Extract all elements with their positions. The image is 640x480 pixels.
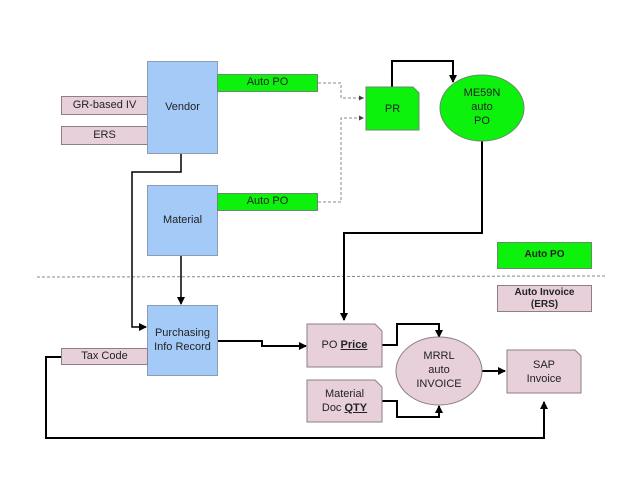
- sap-invoice-shape: [506, 349, 582, 394]
- material-box: Material: [147, 185, 218, 256]
- auto-po-material-label: Auto PO: [246, 195, 289, 208]
- matdoc-label-box: Material Doc QTY: [307, 381, 382, 422]
- pr-label-box: PR: [366, 90, 419, 130]
- po-price-label: PO Price: [322, 339, 368, 353]
- gr-based-iv-label: GR-based IV: [72, 98, 137, 111]
- pir-label-line1: Purchasing: [154, 326, 211, 339]
- vendor-box: Vendor: [147, 61, 218, 154]
- connector-autopo-material-to-pr: [318, 115, 364, 203]
- auto-po-vendor-label: Auto PO: [246, 76, 289, 89]
- pr-label: PR: [384, 103, 401, 116]
- mrrl-label-line2: auto: [428, 364, 450, 377]
- legend-auto-invoice: Auto Invoice (ERS): [497, 285, 592, 312]
- po-price-shape: [306, 323, 383, 368]
- sap-invoice-label-line1: SAP: [532, 358, 555, 371]
- connector-autopo-vendor-to-pr: [318, 82, 364, 101]
- connector-vendor-to-pir: [131, 153, 182, 331]
- legend-auto-po: Auto PO: [497, 242, 592, 269]
- me59n-label-box: ME59N auto PO: [440, 76, 524, 140]
- matdoc-label-line1: Material: [324, 387, 365, 400]
- me59n-label-line1: ME59N: [463, 87, 501, 100]
- mrrl-label-line1: MRRL: [423, 350, 455, 363]
- connector-me59n-to-po-price: [340, 141, 483, 321]
- matdoc-emphasis: QTY: [344, 401, 368, 414]
- matdoc-label-line2: Doc QTY: [322, 402, 367, 416]
- mrrl-label-line3: INVOICE: [416, 377, 462, 390]
- sap-invoice-label-box: SAP Invoice: [507, 352, 581, 393]
- mrrl-shape: [395, 336, 483, 406]
- legend-auto-po-label: Auto PO: [524, 249, 565, 261]
- po-price-emphasis: Price: [340, 339, 368, 352]
- connector-taxcode-to-sap-invoice: [45, 356, 548, 439]
- connector-matdoc-to-mrrl: [382, 400, 443, 418]
- pr-shape: [365, 86, 420, 131]
- gr-based-iv-box: GR-based IV: [61, 96, 148, 115]
- po-price-prefix: PO: [321, 339, 338, 352]
- me59n-shape: [439, 74, 525, 142]
- tax-code-box: Tax Code: [61, 348, 148, 365]
- sap-invoice-label-line2: Invoice: [526, 372, 562, 385]
- me59n-label-line3: PO: [474, 114, 490, 127]
- matdoc-shape: [306, 379, 383, 423]
- connector-pr-to-me59n: [391, 60, 457, 87]
- auto-po-material-box: Auto PO: [217, 193, 318, 211]
- pir-label-line2: Info Record: [154, 340, 211, 353]
- legend-auto-invoice-line2: (ERS): [530, 298, 559, 310]
- matdoc-prefix: Doc: [321, 401, 342, 414]
- connector-po-price-to-mrrl: [382, 323, 443, 346]
- tax-code-label: Tax Code: [81, 349, 128, 362]
- legend-auto-invoice-line1: Auto Invoice: [514, 287, 575, 298]
- ers-label: ERS: [93, 128, 116, 141]
- connector-pir-to-po-price: [217, 340, 307, 350]
- purchasing-info-record-box: Purchasing Info Record: [147, 305, 218, 376]
- ers-box: ERS: [61, 126, 148, 145]
- mrrl-label-box: MRRL auto INVOICE: [396, 337, 482, 405]
- auto-po-vendor-box: Auto PO: [217, 74, 318, 92]
- material-label: Material: [162, 213, 203, 226]
- po-price-label-box: PO Price: [307, 325, 382, 367]
- me59n-label-line2: auto: [471, 101, 493, 114]
- vendor-label: Vendor: [165, 100, 200, 113]
- section-divider: [36, 275, 606, 278]
